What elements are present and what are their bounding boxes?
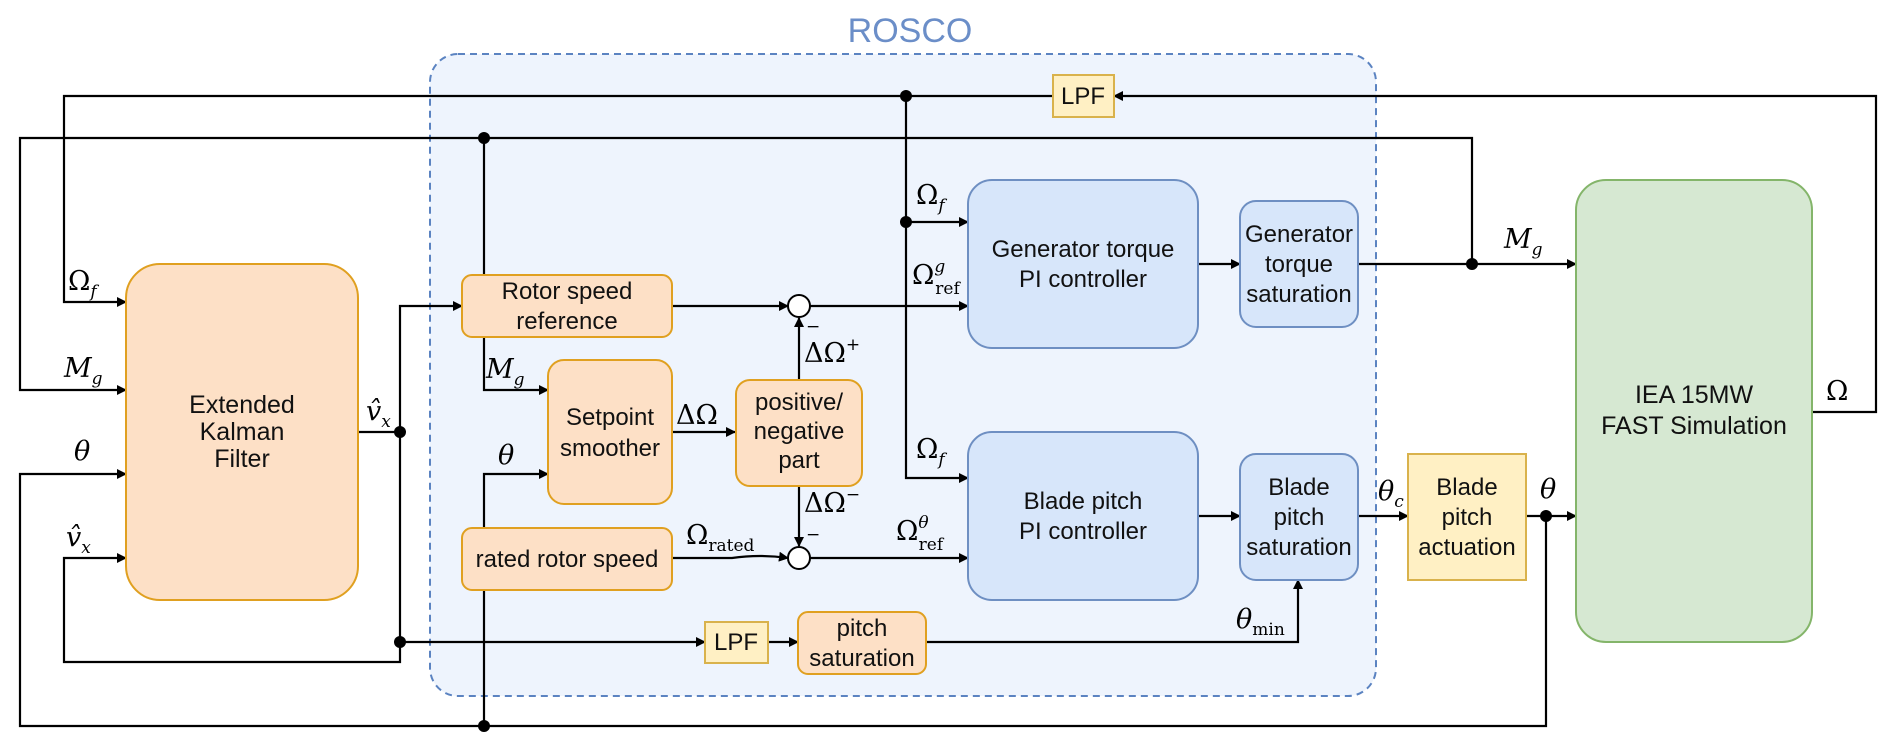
svg-text:part: part (778, 447, 820, 474)
block-blade-pitch-actuation: Blade pitch actuation (1407, 453, 1527, 581)
label-omega-f-pitch: Ωf (916, 434, 947, 470)
summing-node-lower (787, 546, 811, 570)
summing-node-upper (787, 294, 811, 318)
label-omega-f-ekf: Ωf (68, 266, 99, 302)
label-vhat-x-out: v̂x (366, 396, 391, 432)
svg-text:Blade: Blade (1436, 474, 1497, 501)
block-positive-negative-part: positive/ negative part (735, 379, 863, 487)
block-pitch-saturation: pitch saturation (797, 611, 927, 675)
label-theta-fast: θ (1540, 474, 1556, 505)
block-rated-rotor-speed: rated rotor speed (461, 527, 673, 591)
svg-text:saturation: saturation (1246, 281, 1351, 308)
label-omega-rated: Ωrated (686, 520, 755, 556)
svg-text:torque: torque (1265, 251, 1333, 278)
svg-text:FAST Simulation: FAST Simulation (1601, 412, 1787, 440)
rosco-title: ROSCO (848, 12, 973, 50)
signal-labels: Ωf Mg θ v̂x v̂x Mg θ ΔΩ ΔΩ+ ΔΩ− − − Ωrat… (63, 180, 1848, 640)
junction-dots (394, 90, 1552, 732)
svg-text:LPF: LPF (1061, 83, 1105, 110)
block-lpf-bottom: LPF (704, 621, 769, 664)
svg-text:Blade pitch: Blade pitch (1024, 488, 1143, 515)
block-generator-torque-saturation: Generator torque saturation (1239, 200, 1359, 328)
svg-text:Generator torque: Generator torque (992, 236, 1175, 263)
block-rotor-speed-reference: Rotor speed reference (461, 274, 673, 338)
svg-text:Rotor speed: Rotor speed (502, 278, 633, 305)
label-mg-ekf: Mg (63, 353, 103, 389)
svg-text:PI controller: PI controller (1019, 266, 1147, 293)
svg-text:Blade: Blade (1268, 474, 1329, 501)
svg-text:Filter: Filter (214, 445, 270, 473)
label-lower-sum-minus: − (806, 525, 820, 545)
svg-text:IEA 15MW: IEA 15MW (1635, 381, 1753, 409)
label-delta-omega-minus: ΔΩ− (804, 485, 860, 519)
label-theta-ekf: θ (74, 436, 90, 467)
svg-text:PI controller: PI controller (1019, 518, 1147, 545)
svg-text:pitch: pitch (1442, 504, 1493, 531)
svg-text:saturation: saturation (1246, 534, 1351, 561)
label-omega-fast: Ω (1826, 376, 1848, 407)
svg-text:Setpoint: Setpoint (566, 404, 654, 431)
svg-text:pitch: pitch (837, 615, 888, 642)
label-mg-fast: Mg (1503, 224, 1543, 260)
svg-text:LPF: LPF (714, 629, 758, 656)
svg-text:Generator: Generator (1245, 221, 1353, 248)
svg-text:actuation: actuation (1418, 534, 1515, 561)
label-delta-omega: ΔΩ (676, 400, 718, 431)
label-omega-f-torque: Ωf (916, 180, 947, 216)
block-generator-torque-pi-controller: Generator torque PI controller (967, 179, 1199, 349)
block-setpoint-smoother: Setpoint smoother (547, 359, 673, 505)
block-extended-kalman-filter: Extended Kalman Filter (125, 263, 359, 601)
svg-text:Extended: Extended (189, 391, 295, 419)
svg-text:Kalman: Kalman (200, 418, 285, 446)
label-delta-omega-plus: ΔΩ+ (804, 335, 860, 369)
svg-text:saturation: saturation (809, 645, 914, 672)
label-mg-smoother: Mg (485, 354, 525, 390)
label-theta-c: θc (1378, 476, 1404, 512)
label-upper-sum-minus: − (806, 317, 820, 337)
block-iea-15mw-fast-simulation: IEA 15MW FAST Simulation (1575, 179, 1813, 643)
label-theta-min: θmin (1236, 604, 1285, 640)
svg-text:smoother: smoother (560, 435, 660, 462)
block-lpf-top: LPF (1052, 74, 1115, 118)
svg-text:positive/: positive/ (755, 389, 843, 416)
label-theta-smoother: θ (498, 440, 514, 471)
svg-text:reference: reference (516, 308, 617, 335)
svg-text:pitch: pitch (1274, 504, 1325, 531)
block-blade-pitch-saturation: Blade pitch saturation (1239, 453, 1359, 581)
block-blade-pitch-pi-controller: Blade pitch PI controller (967, 431, 1199, 601)
label-vhat-x-ekf: v̂x (66, 522, 91, 558)
svg-text:negative: negative (754, 418, 845, 445)
svg-text:rated rotor speed: rated rotor speed (476, 546, 659, 573)
